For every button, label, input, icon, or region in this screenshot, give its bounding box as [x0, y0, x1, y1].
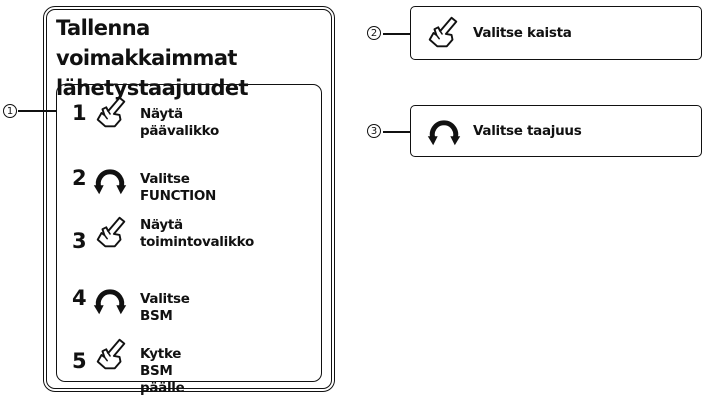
rotate-knob-icon — [426, 112, 462, 148]
steps-box — [56, 84, 322, 382]
step-number: 4 — [72, 286, 87, 310]
step-number: 1 — [72, 101, 87, 125]
callout-marker-2: 2 — [367, 26, 381, 40]
pointing-hand-icon — [92, 214, 130, 252]
pointing-hand-icon — [424, 14, 462, 52]
step-text: Valitse BSM — [140, 291, 190, 324]
instruction-panel — [43, 6, 335, 392]
pointing-hand-icon — [92, 336, 130, 374]
panel-title: Tallenna voimakkaimmat lähetystaajuudet — [56, 16, 249, 100]
step-text: Näytä toimintovalikko — [140, 217, 254, 250]
callout-marker-3: 3 — [367, 124, 381, 138]
pointing-hand-icon — [92, 94, 130, 132]
rotate-knob-icon — [92, 281, 128, 317]
step-text: Näytä päävalikko — [140, 106, 219, 139]
step-text: Kytke BSM päälle — [140, 346, 185, 396]
step-number: 2 — [72, 166, 87, 190]
callout-leader-line — [383, 131, 411, 133]
step-number: 5 — [72, 349, 87, 373]
callout-leader-line — [18, 110, 56, 112]
callout-text: Valitse kaista — [473, 25, 572, 41]
callout-box-band — [410, 6, 702, 60]
step-number: 3 — [72, 229, 87, 253]
callout-leader-line — [383, 33, 411, 35]
callout-text: Valitse taajuus — [473, 123, 582, 139]
rotate-knob-icon — [92, 161, 128, 197]
callout-box-frequency — [410, 105, 702, 157]
step-text: Valitse FUNCTION — [140, 171, 216, 204]
callout-marker-1: 1 — [3, 104, 17, 118]
